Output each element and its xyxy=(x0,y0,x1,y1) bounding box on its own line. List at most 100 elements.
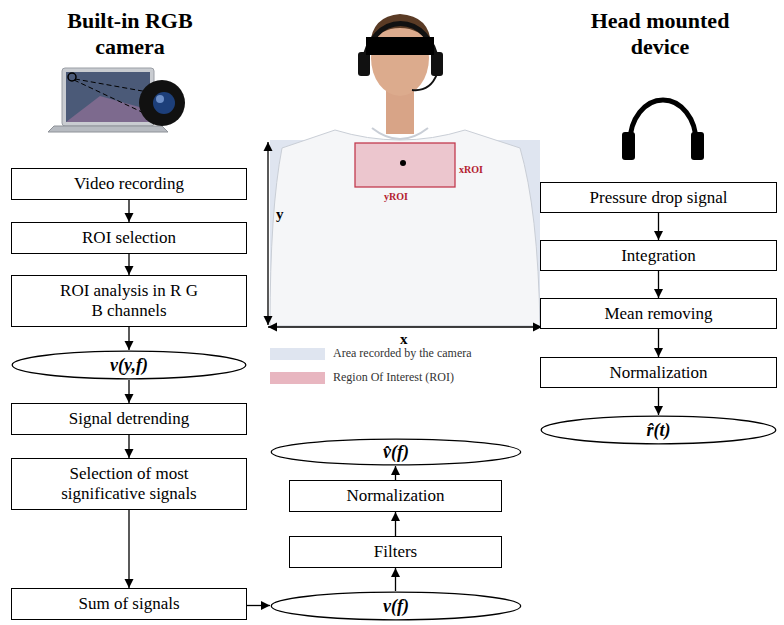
node-content: ROI selection xyxy=(82,228,176,248)
flow-arrow xyxy=(658,329,659,357)
signal-name: r̂(t) xyxy=(647,420,671,440)
step-text: Filters xyxy=(374,542,417,562)
headset-cup xyxy=(431,52,443,76)
y-axis xyxy=(267,142,268,325)
step-text: Sum of signals xyxy=(78,594,179,614)
flow-arrow xyxy=(658,388,659,415)
roi-dimension: xROI xyxy=(459,163,483,177)
step-text: ROI analysis in R G B channels xyxy=(54,281,204,321)
headset-band xyxy=(364,24,437,62)
signal-ellipse: v̂(f) xyxy=(270,438,522,466)
node-content: Integration xyxy=(621,246,696,266)
x-axis xyxy=(268,326,542,327)
camera-lens-glass xyxy=(153,92,175,114)
flow-arrow xyxy=(395,568,396,591)
headset-mic xyxy=(412,74,437,90)
screen-wallpaper xyxy=(66,96,150,122)
process-box: Selection of most significative signals xyxy=(11,458,247,510)
process-box: Signal detrending xyxy=(11,403,247,435)
neck xyxy=(386,90,414,134)
neckline xyxy=(372,128,428,139)
node-content: Normalization xyxy=(609,363,707,383)
step-text: Integration xyxy=(621,246,696,266)
step-text: Pressure drop signal xyxy=(590,188,728,208)
flow-arrow xyxy=(658,213,659,240)
node-content: Filters xyxy=(374,542,417,562)
legend-text: Area recorded by the camera xyxy=(333,346,472,361)
signal-ellipse: v(f) xyxy=(270,591,522,621)
laptop-base xyxy=(48,126,168,132)
axis-label: y xyxy=(276,205,284,224)
node-content: v̂(f) xyxy=(383,442,409,462)
flow-arrow xyxy=(128,327,129,350)
zoom-line xyxy=(75,79,148,92)
flow-arrow xyxy=(128,254,129,275)
camera-spot xyxy=(68,73,76,81)
signal-ellipse: v(y,f) xyxy=(11,350,247,380)
signal-ellipse: r̂(t) xyxy=(540,415,777,445)
step-text: Signal detrending xyxy=(69,409,189,429)
ellipse-shape xyxy=(541,416,776,444)
node-content: Selection of most significative signals xyxy=(49,464,209,504)
node-content: Pressure drop signal xyxy=(590,188,728,208)
process-box: Mean removing xyxy=(540,298,777,329)
flow-arrow xyxy=(395,466,396,480)
roi-center xyxy=(400,160,406,166)
node-content: v(f) xyxy=(383,596,409,616)
flow-arrow xyxy=(128,435,129,458)
step-text: Video recording xyxy=(74,174,184,194)
legend-swatch xyxy=(270,372,325,384)
step-text: ROI selection xyxy=(82,228,176,248)
eye-bar xyxy=(366,37,434,55)
node-content: Mean removing xyxy=(604,304,712,324)
flow-arrow xyxy=(128,380,129,403)
laptop-screen xyxy=(66,72,150,122)
ellipse-shape xyxy=(271,439,520,465)
headphones-icon xyxy=(622,100,704,160)
camera-lens xyxy=(139,80,185,126)
roi-dimension: yROI xyxy=(384,190,408,204)
headset-cup xyxy=(358,52,370,76)
ellipse-shape xyxy=(12,351,246,379)
roi-rect xyxy=(355,143,455,187)
node-content: ROI analysis in R G B channels xyxy=(54,281,204,321)
headband xyxy=(630,100,696,142)
process-box: Sum of signals xyxy=(11,588,247,620)
step-text: Normalization xyxy=(609,363,707,383)
ellipse-shape xyxy=(271,592,520,620)
node-content: Signal detrending xyxy=(69,409,189,429)
process-box: Pressure drop signal xyxy=(540,182,777,213)
laptop-icon xyxy=(48,68,185,132)
t-shirt xyxy=(270,130,540,326)
zoom-line xyxy=(74,80,146,114)
legend-text: Region Of Interest (ROI) xyxy=(333,370,454,385)
column-heading: Head mounted device xyxy=(580,8,740,60)
process-box: Integration xyxy=(540,240,777,271)
process-box: Normalization xyxy=(540,357,777,388)
lens-highlight xyxy=(156,95,164,103)
flow-arrow xyxy=(395,512,396,536)
person-figure xyxy=(270,14,540,326)
ear-cup xyxy=(691,132,704,160)
process-box: ROI selection xyxy=(11,222,247,254)
node-content: Normalization xyxy=(346,486,444,506)
process-box: Video recording xyxy=(11,168,247,200)
flow-arrow xyxy=(658,271,659,298)
process-box: Filters xyxy=(289,536,502,568)
legend-row: Area recorded by the camera xyxy=(270,346,472,361)
node-content: v(y,f) xyxy=(110,355,148,375)
column-heading: Built-in RGB camera xyxy=(45,8,215,60)
signal-name: v(f) xyxy=(383,596,409,616)
legend-swatch xyxy=(270,348,325,360)
flow-arrow xyxy=(128,200,129,222)
process-box: Normalization xyxy=(289,480,502,512)
signal-name: v̂(f) xyxy=(383,442,409,462)
signal-name: v(y,f) xyxy=(110,355,148,375)
step-text: Normalization xyxy=(346,486,444,506)
ear-cup xyxy=(622,132,635,160)
step-text: Selection of most significative signals xyxy=(49,464,209,504)
node-content: Video recording xyxy=(74,174,184,194)
node-content: Sum of signals xyxy=(78,594,179,614)
flow-arrow xyxy=(128,510,129,588)
